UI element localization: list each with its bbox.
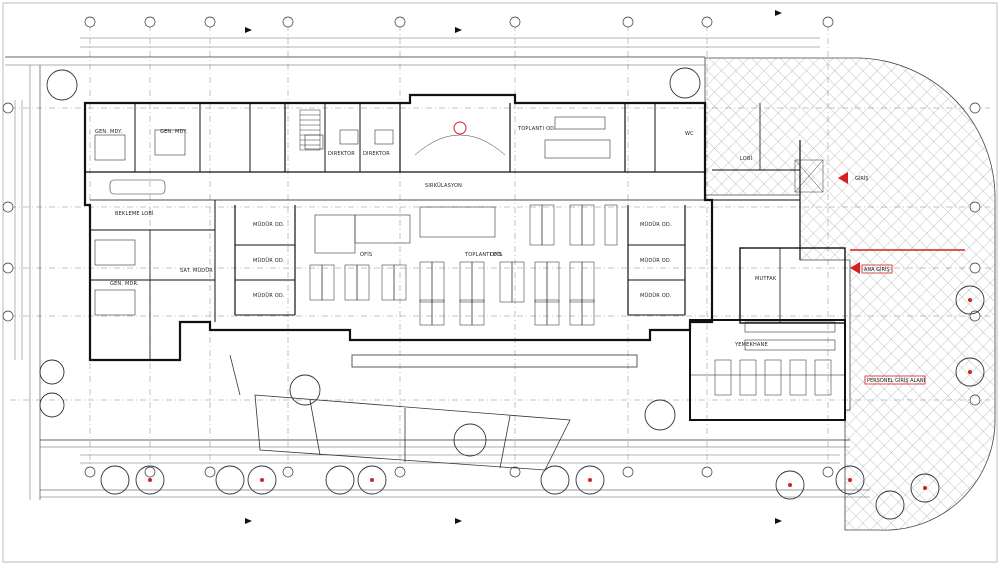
- label-mudur-1: MÜDÜR OD.: [253, 221, 285, 228]
- label-gen-mdy: GEN. MDY.: [95, 129, 122, 135]
- plaza-walkway: [229, 354, 638, 471]
- label-sirkulasyon: SIRKÜLASYON: [425, 182, 462, 189]
- tree-icon: [215, 465, 245, 495]
- label-mudur-5: MÜDÜR OD.: [640, 257, 672, 264]
- tree-icon: [575, 465, 605, 495]
- label-gen-mdy-2: GEN. MDY.: [160, 129, 187, 135]
- stair-core: [299, 109, 824, 193]
- tree-icon: [644, 399, 676, 431]
- label-toplanti-1: TOPLANTI OD.: [517, 126, 556, 132]
- label-bekleme-lobi: BEKLEME LOBİ: [115, 210, 154, 217]
- label-ana-giris: ANA GİRİŞ: [864, 266, 890, 273]
- label-lobi: LOBİ: [740, 155, 752, 162]
- meeting-tables: [94, 116, 836, 351]
- cafeteria-tables: [714, 359, 832, 396]
- entrance-markers: [453, 121, 965, 385]
- section-markers: [245, 10, 782, 524]
- tree-icon: [955, 357, 985, 387]
- site-boundary: [5, 56, 870, 500]
- label-mudur-2: MÜDÜR OD.: [253, 257, 285, 264]
- tree-icon: [289, 374, 321, 406]
- tree-icon: [247, 465, 277, 495]
- tree-centers: [148, 298, 972, 490]
- label-mudur-6: MÜDÜR OD.: [640, 292, 672, 299]
- label-direktor: DIREKTOR: [328, 151, 355, 157]
- label-direktor-2: DIREKTOR: [363, 151, 390, 157]
- label-personel-giris: PERSONEL GİRİŞ ALANI: [867, 377, 925, 384]
- tree-icon: [540, 465, 570, 495]
- label-giris: GİRİŞ: [855, 175, 868, 182]
- label-satis-mudur: SAT. MÜDÜR: [180, 267, 213, 274]
- label-yemekhane: YEMEKHANE: [734, 342, 768, 348]
- room-labels: GEN. MDY. GEN. MDY. DIREKTOR DIREKTOR TO…: [95, 126, 925, 384]
- workstations: [309, 204, 618, 326]
- tree-icon: [100, 465, 130, 495]
- label-mutfak: MUTFAK: [755, 276, 777, 282]
- label-ofis-2: OFİS: [490, 251, 502, 258]
- tree-icon: [669, 67, 701, 99]
- grid-bubbles: [2, 16, 981, 478]
- label-mudur-4: MÜDÜR OD.: [640, 221, 672, 228]
- label-mudur-3: MÜDÜR OD.: [253, 292, 285, 299]
- tree-icon: [955, 285, 985, 315]
- tree-icon: [775, 470, 805, 500]
- label-gen-mdr: GEN. MDR.: [110, 281, 139, 287]
- tree-icon: [325, 465, 355, 495]
- label-wc: WC: [685, 131, 694, 137]
- dimension-lines: [14, 37, 840, 464]
- tree-icon: [39, 392, 65, 418]
- courtyard-hatch: [704, 57, 996, 531]
- tree-icon: [910, 473, 940, 503]
- label-toplanti-2: TOPLANTI OD.: [464, 252, 503, 258]
- tree-icon: [357, 465, 387, 495]
- building-walls: [83, 93, 846, 421]
- tree-icon: [39, 359, 65, 385]
- tree-icon: [453, 423, 487, 457]
- tree-icon: [875, 490, 905, 520]
- tree-icon: [46, 69, 78, 101]
- tree-icon: [835, 465, 865, 495]
- trees: [39, 67, 985, 520]
- label-ofis: OFİS: [360, 251, 372, 258]
- tree-icon: [135, 465, 165, 495]
